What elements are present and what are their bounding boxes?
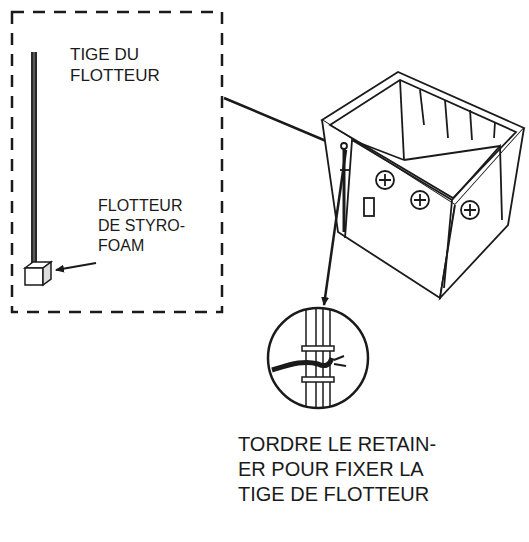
float-rod [31, 52, 37, 268]
dashed-frame [12, 12, 222, 312]
float-cube [25, 262, 51, 285]
leader-arrow [56, 263, 96, 270]
instruction-note: TORDRE LE RETAIN- ER POUR FIXER LA TIGE … [238, 432, 450, 507]
rod-highlight [34, 52, 35, 268]
tray [322, 72, 524, 298]
part-label: TIGE DU FLOTTEUR [70, 44, 170, 87]
leader-arrow [324, 150, 346, 305]
detail-view [268, 308, 368, 408]
leader-arrow [224, 98, 338, 146]
part-label: FLOTTEUR DE STYRO- FOAM [98, 196, 190, 256]
